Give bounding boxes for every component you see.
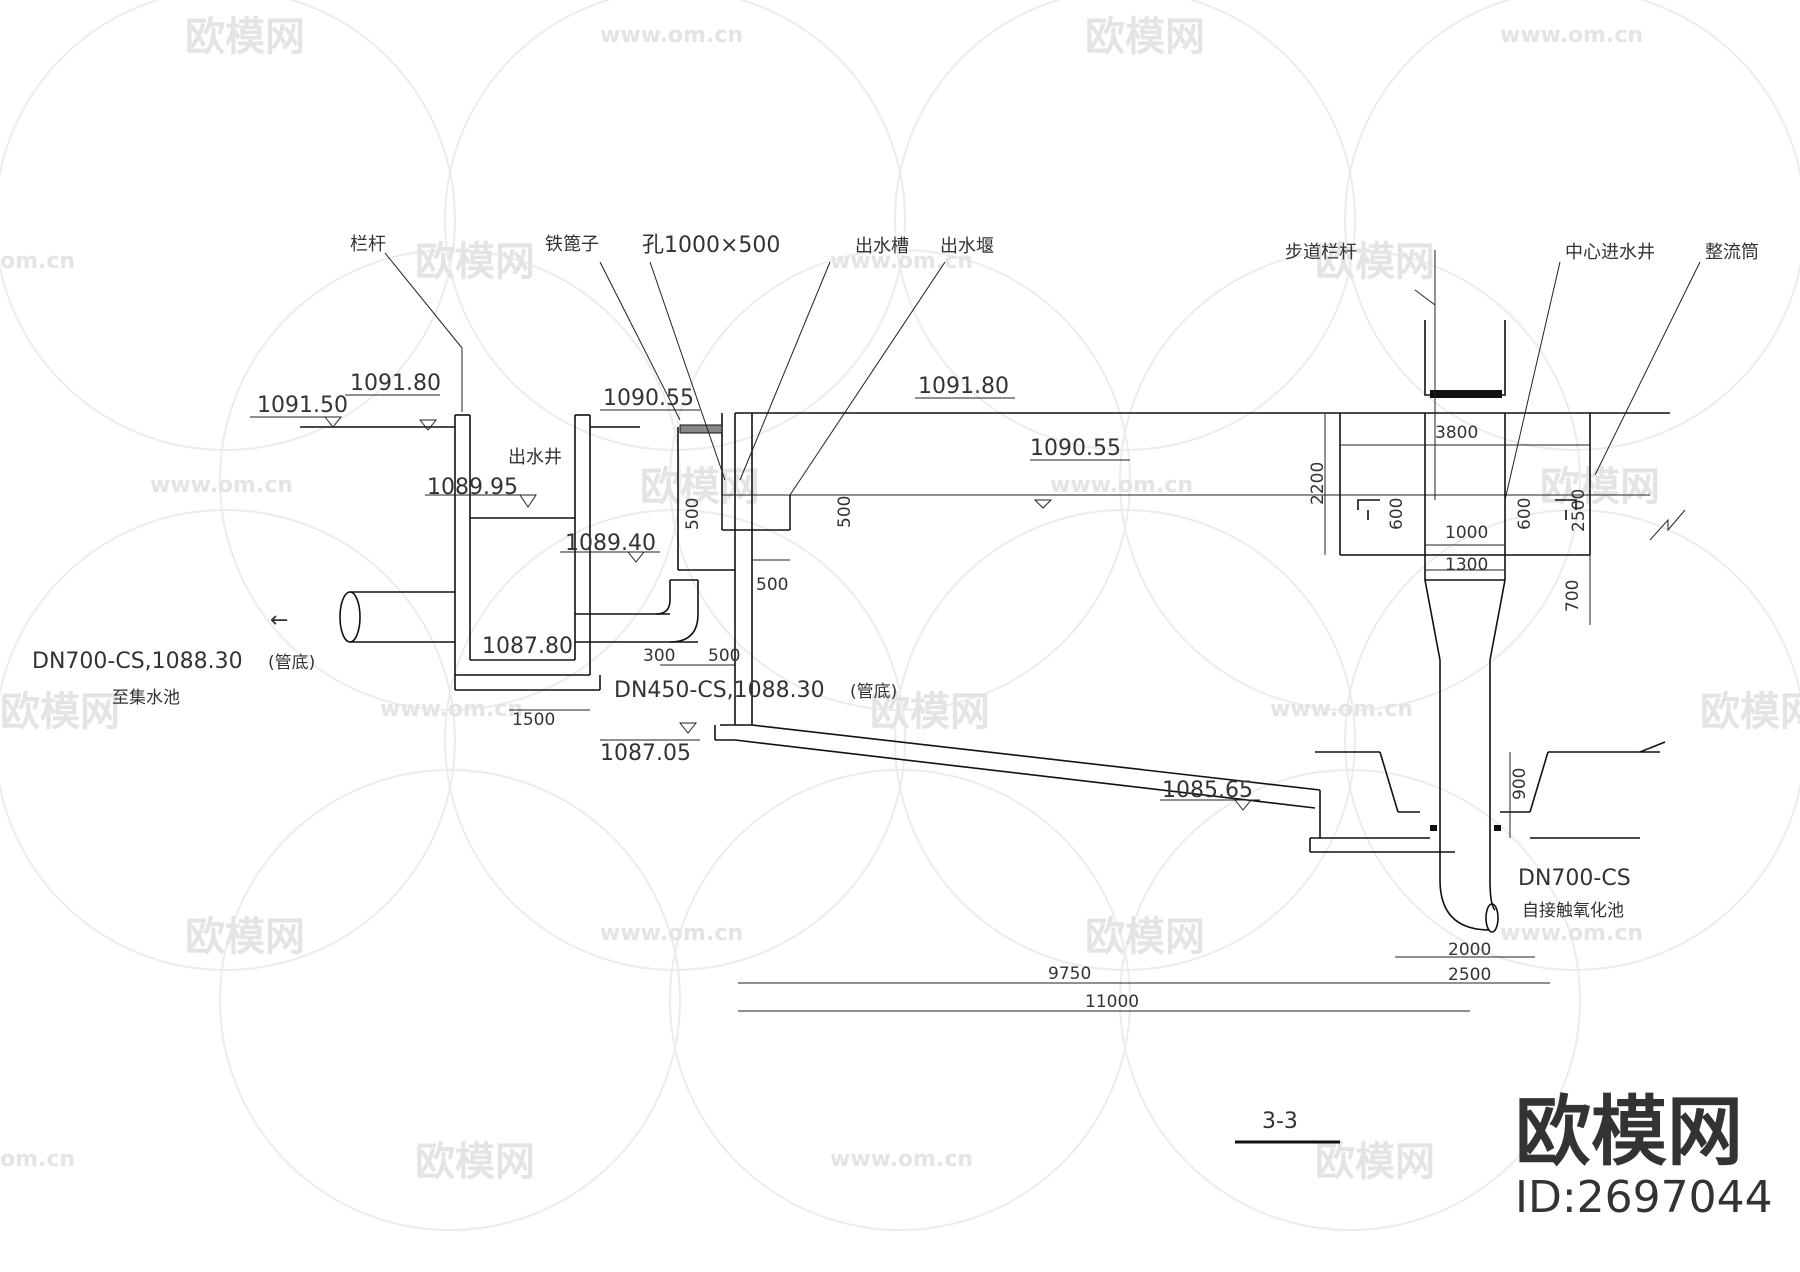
section-title: 3-3 [1262, 1109, 1298, 1134]
label-pipe-700-right: DN700-CS [1518, 866, 1631, 891]
watermark-url: www.om.cn [830, 249, 973, 274]
elevation: 1091.50 [257, 393, 348, 418]
dim-label: 900 [1510, 768, 1530, 800]
label-railing: 栏杆 [350, 234, 386, 255]
label-pipe-bottom: (管底) [268, 653, 315, 673]
watermark-logo: 欧模网 [415, 1139, 535, 1185]
label-to-contact: 自接触氧化池 [1522, 901, 1624, 921]
watermark-url: www.om.cn [1500, 23, 1643, 48]
watermark-logo: 欧模网 [0, 689, 120, 735]
watermark-url: www.om.cn [380, 697, 523, 722]
watermark-logo: 欧模网 [185, 914, 305, 960]
watermark-url: om.cn [0, 1147, 75, 1172]
watermark-logo: 欧模网 [1540, 464, 1660, 510]
dim-label: 2200 [1308, 462, 1328, 505]
dim-label: 3800 [1435, 423, 1478, 443]
watermark-layer: 欧模网 欧模网 欧模网 欧模网 欧模网 欧模网 欧模网 欧模网 欧模网 欧模网 … [0, 0, 1800, 1231]
dim-label: 600 [1515, 498, 1535, 530]
labels: 栏杆 铁篦子 孔1000×500 出水槽 出水堰 步道栏杆 中心进水井 整流筒 … [32, 233, 1773, 1223]
watermark-url: om.cn [0, 249, 75, 274]
watermark-logo: 欧模网 [415, 239, 535, 285]
dim-label: 2500 [1569, 489, 1589, 532]
elevation: 1090.55 [1030, 436, 1121, 461]
watermark-logo: 欧模网 [1700, 689, 1800, 735]
dim-label: 1500 [512, 710, 555, 730]
structure-lines [300, 250, 1701, 933]
watermark-url: www.om.cn [600, 23, 743, 48]
watermark-url: www.om.cn [600, 921, 743, 946]
label-stilling-tube: 整流筒 [1705, 242, 1759, 263]
dim-label: 300 [643, 646, 675, 666]
dim-label: 600 [1387, 498, 1407, 530]
dim-label: 2500 [1448, 965, 1491, 985]
dim-label: 700 [1563, 580, 1583, 612]
watermark-logo: 欧模网 [1315, 1139, 1435, 1185]
dim-label: 11000 [1085, 992, 1139, 1012]
watermark-logo: 欧模网 [870, 689, 990, 735]
elevation: 1090.55 [603, 386, 694, 411]
watermark-logo: 欧模网 [1085, 914, 1205, 960]
brand-id: ID:2697044 [1515, 1172, 1773, 1223]
label-pipe-bottom: (管底) [850, 682, 897, 702]
watermark-url: www.om.cn [150, 473, 293, 498]
dim-label: 500 [756, 575, 788, 595]
label-hole: 孔1000×500 [642, 233, 780, 258]
label-to-sump: 至集水池 [112, 688, 180, 708]
label-arrow: ← [270, 608, 288, 633]
watermark-logo: 欧模网 [1315, 239, 1435, 285]
elevation: 1087.80 [482, 634, 573, 659]
watermark-logo: 欧模网 [1085, 14, 1205, 60]
label-grate: 铁篦子 [545, 234, 599, 255]
elevation: 1091.80 [918, 374, 1009, 399]
dim-label: 500 [835, 496, 855, 528]
label-pipe-450: DN450-CS,1088.30 [614, 678, 825, 703]
watermark-url: www.om.cn [1050, 473, 1193, 498]
dim-label: 500 [708, 646, 740, 666]
watermark-url: www.om.cn [830, 1147, 973, 1172]
dim-label: 1000 [1445, 523, 1488, 543]
watermark-url: www.om.cn [1500, 921, 1643, 946]
watermark-logo: 欧模网 [640, 464, 760, 510]
watermark-url: www.om.cn [1270, 697, 1413, 722]
elevation: 1091.80 [350, 371, 441, 396]
label-outlet-channel: 出水槽 [855, 236, 909, 257]
elevation: 1089.95 [427, 475, 518, 500]
dimension-lines [250, 394, 1591, 1144]
elevation: 1089.40 [565, 531, 656, 556]
dim-label: 500 [683, 498, 703, 530]
brand-name: 欧模网 [1515, 1087, 1743, 1176]
watermark-logo: 欧模网 [185, 14, 305, 60]
elevation: 1085.65 [1162, 778, 1253, 803]
dim-label: 9750 [1048, 964, 1091, 984]
label-outlet-weir: 出水堰 [940, 236, 994, 257]
label-center-well: 中心进水井 [1565, 242, 1655, 263]
label-outlet-well: 出水井 [508, 447, 562, 468]
dim-label: 2000 [1448, 940, 1491, 960]
dim-label: 1300 [1445, 555, 1488, 575]
label-walkway-railing: 步道栏杆 [1285, 242, 1357, 263]
elevation: 1087.05 [600, 741, 691, 766]
label-pipe-700-left: DN700-CS,1088.30 [32, 649, 243, 674]
